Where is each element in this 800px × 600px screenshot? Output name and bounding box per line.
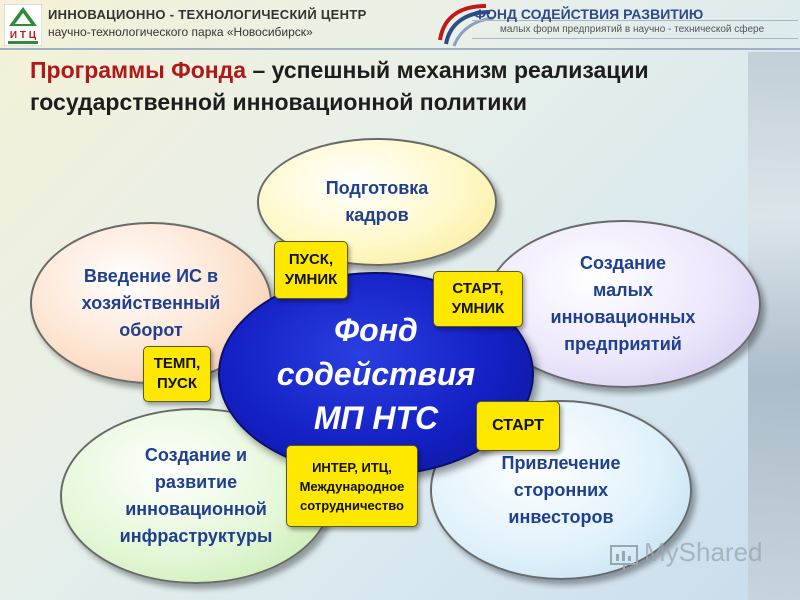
- ellipse-line: кадров: [345, 205, 409, 225]
- header-divider: [0, 48, 800, 50]
- center-line: МП НТС: [313, 400, 439, 436]
- program-line: сотрудничество: [300, 497, 404, 513]
- watermark-text: MyShared: [644, 537, 763, 567]
- ellipse-line: малых: [593, 280, 653, 300]
- program-line: ИНТЕР, ИТЦ,: [312, 459, 392, 475]
- program-line: СТАРТ: [492, 417, 544, 434]
- ellipse-text: Введение ИС в хозяйственный оборот: [82, 263, 221, 344]
- program-line: ПУСК: [156, 375, 198, 392]
- ellipse-line: предприятий: [564, 334, 682, 354]
- ellipse-line: Привлечение: [501, 452, 621, 473]
- ellipse-line: Подготовка: [325, 178, 429, 198]
- ellipse-line: инвесторов: [508, 506, 614, 527]
- ellipse-line: хозяйственный: [81, 292, 221, 313]
- program-box-temp-pusk: ТЕМП, ПУСК: [143, 346, 211, 402]
- program-line: Международное: [299, 478, 405, 494]
- center-text: Фонд содействия МП НТС: [277, 308, 475, 440]
- ellipse-line: сторонних: [513, 479, 609, 500]
- fund-logo: [438, 4, 798, 47]
- center-line: содействия: [276, 356, 476, 392]
- fund-tagline: малых форм предприятий в научно - технич…: [500, 24, 765, 35]
- org-subtitle: научно-технологического парка «Новосибир…: [48, 25, 313, 39]
- program-box-start: СТАРТ: [476, 401, 560, 451]
- ellipse-text: Создание и развитие инновационной инфрас…: [120, 442, 273, 550]
- itc-logo-text: И Т Ц: [10, 30, 37, 41]
- ellipse-line: инновационной: [125, 499, 267, 519]
- program-line: ТЕМП,: [153, 355, 201, 372]
- ellipse-text: Создание малых инновационных предприятий: [551, 250, 696, 358]
- program-box-pusk-umnik: ПУСК, УМНИК: [274, 241, 348, 299]
- program-line: УМНИК: [284, 271, 338, 288]
- header: И Т Ц ИННОВАЦИОННО - ТЕХНОЛОГИЧЕСКИЙ ЦЕН…: [0, 0, 800, 52]
- title-rest: – успешный механизм реализации государст…: [30, 57, 649, 115]
- ellipse-text: Привлечение сторонних инвесторов: [502, 450, 621, 531]
- program-line: ПУСК,: [288, 251, 334, 268]
- slide-title: Программы Фонда – успешный механизм реал…: [30, 54, 750, 118]
- ellipse-line: Введение ИС в: [83, 265, 219, 286]
- title-accent: Программы Фонда: [30, 57, 247, 83]
- itc-logo: И Т Ц: [4, 4, 42, 46]
- ellipse-line: Создание и: [144, 445, 248, 465]
- org-title: ИННОВАЦИОННО - ТЕХНОЛОГИЧЕСКИЙ ЦЕНТР: [48, 7, 367, 22]
- presentation-icon: [610, 545, 638, 570]
- ellipse-line: развитие: [154, 472, 238, 492]
- center-line: Фонд: [334, 312, 418, 348]
- ellipse-text: Подготовка кадров: [326, 175, 429, 229]
- program-line: СТАРТ,: [452, 280, 504, 297]
- program-line: УМНИК: [451, 300, 505, 317]
- decorative-side-image: [748, 52, 800, 600]
- ellipse-line: инфраструктуры: [119, 526, 273, 546]
- ellipse-line: инновационных: [550, 307, 696, 327]
- fund-name: ФОНД СОДЕЙСТВИЯ РАЗВИТИЮ: [474, 6, 704, 22]
- watermark: MyShared: [606, 537, 763, 568]
- program-box-inter: ИНТЕР, ИТЦ, Международное сотрудничество: [286, 445, 418, 527]
- ellipse-line: оборот: [119, 319, 183, 340]
- ellipse-line: Создание: [579, 253, 667, 273]
- program-box-start-umnik: СТАРТ, УМНИК: [433, 271, 523, 327]
